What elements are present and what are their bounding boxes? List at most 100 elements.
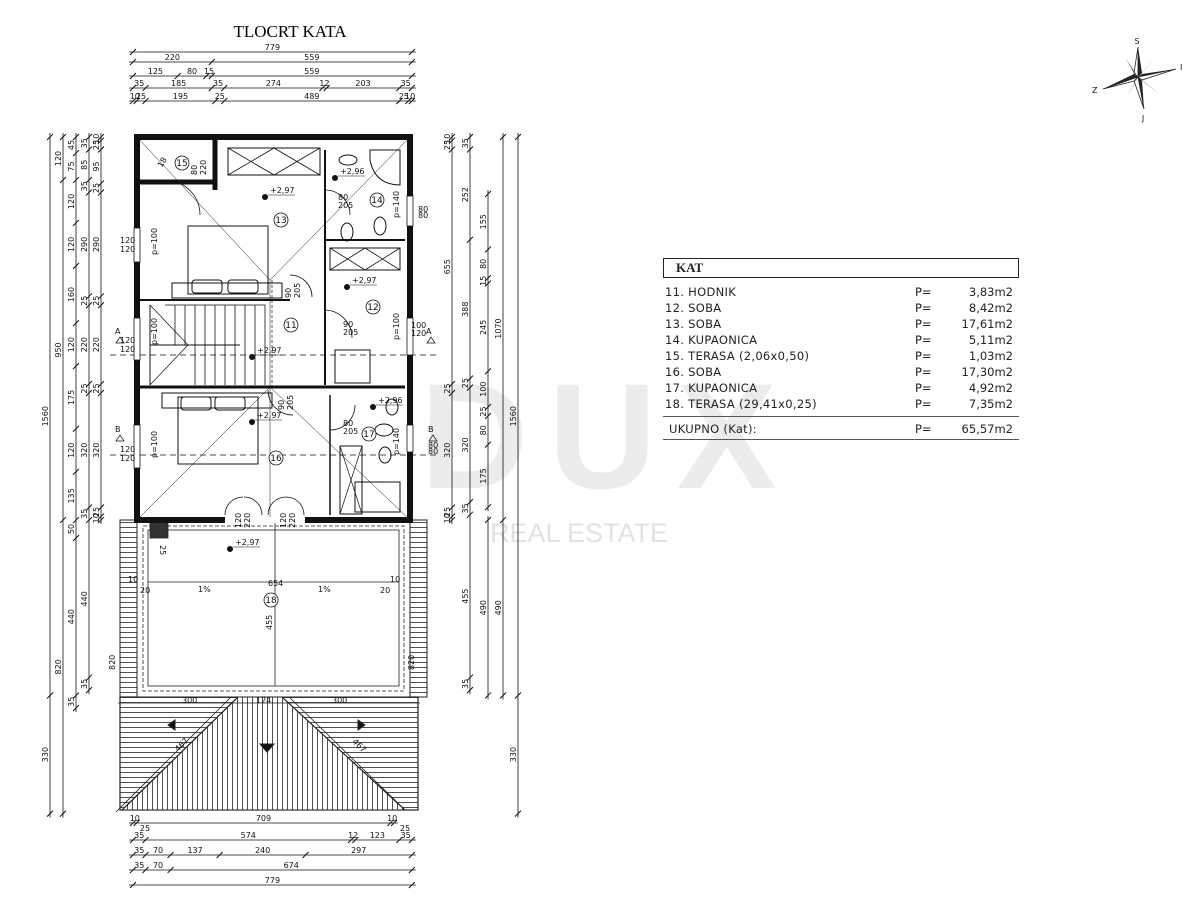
area-prefix: P= [915,285,932,299]
door-height-label: 205 [338,201,353,210]
dimension-label: 25 [92,507,101,517]
dimension-tick [72,704,80,712]
dimension-tick [72,468,80,476]
dimension-label: 25 [92,140,101,150]
dimension-tick [319,84,326,92]
dimension-tick [484,503,492,511]
dimension-label: 70 [153,846,163,855]
compass-north-label: S [1134,37,1139,46]
window-label: 120 [120,445,135,454]
dimension-label: 85 [80,160,89,170]
north-arrow-compass-icon: S I Z J [1092,37,1182,123]
dimension-label: 35 [80,138,89,148]
dimension-tick [347,836,355,844]
dimension-label: 220 [80,337,89,352]
dimension-label: 655 [443,259,452,274]
dimension-tick [174,72,182,80]
dimension-tick [448,504,456,511]
room-number-circle [361,426,377,442]
level-marker-icon [249,419,255,425]
edge-label: 20 [380,586,390,595]
dimension-label: 25 [136,92,146,101]
dimension-label: 779 [265,43,280,52]
dimension-tick [59,516,67,524]
window-label: 120 [120,454,135,463]
area-prefix: P= [915,381,932,395]
room-number: 17 [363,430,374,440]
dimension-label: 25 [92,183,101,193]
dimension-tick [129,97,137,105]
dimension-tick [484,692,492,699]
dimension-label: 274 [266,79,281,88]
dimension-tick [448,389,456,397]
dimension-label: 160 [67,287,76,302]
dimension-tick [142,836,149,844]
dimension-label: 35 [80,679,89,689]
dimension-tick [129,881,137,889]
edge-label: 10 [128,575,138,584]
terrace-width-label: 654 [268,579,283,588]
dimension-label: 10 [92,513,101,523]
dimension-label: 1070 [494,318,503,338]
dimension-tick [85,516,93,524]
dimension-label: 95 [92,161,101,171]
dimension-label: 35 [134,861,144,870]
dimension-tick [466,133,474,141]
dimension-tick [85,504,93,511]
dimension-label: 220 [92,337,101,352]
dimension-tick [466,511,474,519]
dimension-label: 455 [461,588,470,603]
table-row: 18. TERASA (29,41x0,25)P=7,35m2 [663,396,1019,412]
dimension-label: 203 [355,79,370,88]
dimension-label: 35 [461,138,470,148]
dimension-label: 185 [171,79,186,88]
dimension-tick [466,498,474,506]
dimension-tick [85,380,93,388]
dimension-label: 820 [54,659,63,674]
dimension-tick [395,84,403,92]
dimension-label: 320 [443,443,452,458]
dimension-label: 290 [80,237,89,252]
door-width-label: 80 [343,419,353,428]
dimension-label: 120 [67,443,76,458]
dimension-label: 10 [130,814,140,823]
level-label: +2,97 [257,346,282,355]
window-label: p=140 [392,191,401,218]
dimension-label: 35 [213,79,223,88]
dimension-tick [466,384,474,391]
slope-label: 1% [318,585,331,594]
dimension-label: 10 [443,513,452,523]
section-mark-label: B [115,425,121,434]
dimension-tick [133,819,140,827]
dimension-tick [395,97,403,105]
dimension-tick [466,146,474,153]
level-marker-icon [370,404,376,410]
dimension-tick [448,137,456,144]
dimension-label: 440 [67,609,76,624]
section-arrow-icon [115,336,125,344]
dimension-tick [499,133,507,141]
door-height-label: 205 [286,395,295,410]
dimension-label: 25 [399,92,409,101]
dimension-tick [85,189,93,196]
dimension-tick [72,133,80,141]
dimension-tick [59,810,67,817]
table-title: KAT [663,258,1019,278]
room-number: 18 [265,596,277,606]
dimension-label: 559 [304,67,319,76]
edge-label: 10 [390,575,400,584]
dimension-label: 195 [173,92,188,101]
dimension-tick [484,412,492,420]
dimension-label: 950 [54,342,63,357]
dimension-tick [129,58,137,66]
room-name: 13. SOBA [665,317,722,331]
